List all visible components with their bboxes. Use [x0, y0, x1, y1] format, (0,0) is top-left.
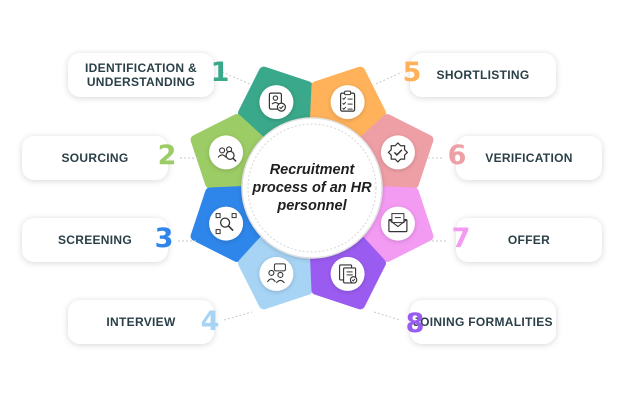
step-label-text: VERIFICATION	[485, 151, 573, 165]
connector-4	[223, 311, 253, 321]
icon-circle-2	[209, 135, 244, 170]
icon-circle-3	[209, 206, 244, 241]
connector-1	[221, 71, 251, 85]
step-label-1: IDENTIFICATION & UNDERSTANDING	[68, 53, 214, 97]
center-title: Recruitment process of an HR personnel	[252, 162, 372, 214]
step-icons	[209, 85, 415, 291]
step-label-3: SCREENING	[22, 218, 168, 262]
icon-circle-5	[330, 85, 365, 120]
icon-circle-4	[259, 256, 294, 291]
clipboard-checklist-icon	[340, 90, 356, 112]
offer-letter-icon	[388, 213, 408, 233]
step-label-text: SOURCING	[61, 151, 129, 165]
step-number-3: 3	[154, 223, 174, 254]
step-label-text: IDENTIFICATION & UNDERSTANDING	[85, 61, 197, 89]
step-number-8: 8	[405, 308, 425, 339]
step-number-7: 7	[451, 223, 471, 254]
step-number-4: 4	[200, 306, 220, 337]
documents-formalities-icon	[339, 264, 358, 284]
connector-5	[375, 71, 403, 85]
step-label-text: INTERVIEW	[106, 315, 176, 329]
id-card-check-icon	[268, 92, 286, 112]
step-label-text: JOINING FORMALITIES	[413, 315, 553, 329]
verified-badge-icon	[387, 142, 408, 163]
magnifier-network-icon	[215, 213, 237, 235]
step-label-6: VERIFICATION	[456, 136, 602, 180]
step-number-6: 6	[447, 140, 467, 171]
step-label-5: SHORTLISTING	[410, 53, 556, 97]
icon-circle-7	[380, 206, 415, 241]
step-label-text: SCREENING	[57, 233, 133, 247]
dotted-connectors	[178, 71, 446, 321]
connector-8	[373, 311, 401, 321]
step-label-2: SOURCING	[22, 136, 168, 180]
step-label-8: JOINING FORMALITIES	[410, 300, 556, 344]
step-label-7: OFFER	[456, 218, 602, 262]
icon-circle-1	[259, 85, 294, 120]
center-circle-ring	[247, 123, 377, 253]
step-number-5: 5	[402, 57, 422, 88]
step-number-2: 2	[157, 140, 177, 171]
interview-people-icon	[266, 263, 286, 284]
step-number-1: 1	[210, 57, 230, 88]
step-label-text: OFFER	[507, 233, 551, 247]
step-label-text: SHORTLISTING	[436, 68, 530, 82]
step-label-4: INTERVIEW	[68, 300, 214, 344]
center-circle	[241, 117, 383, 259]
people-search-icon	[217, 146, 237, 162]
icon-circle-6	[380, 135, 415, 170]
